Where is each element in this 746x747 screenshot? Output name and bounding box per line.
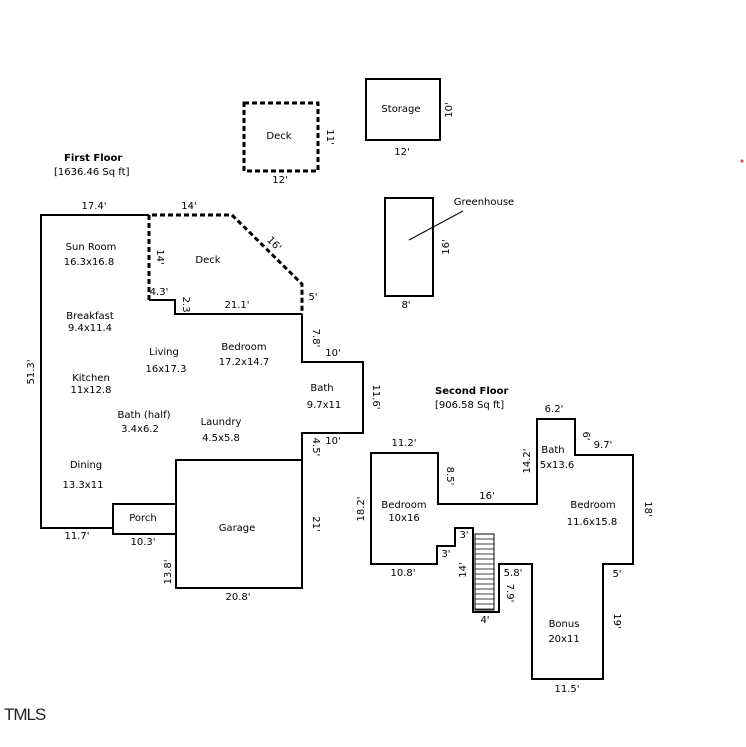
stair-treads [475,538,494,610]
outbuilding-storage-label: Storage [381,104,420,115]
room-bath-half-name: Bath (half) [118,410,171,421]
dim-second-5-8: 5.8' [504,568,523,579]
room-bath-name: Bath [310,383,333,394]
outbuilding-greenhouse-width: 8' [401,300,410,311]
dim-second-4: 4' [480,615,489,626]
outbuilding-deck-outline [242,101,320,173]
room-garage-name: Garage [219,523,256,534]
first-floor-title: First Floor [64,153,122,164]
second-floor-outline [370,418,634,680]
dim-first-2-3: 2.3' [180,297,191,316]
outbuilding-greenhouse: Greenhouse 8' 16' [384,197,514,311]
room-bath-half-size: 3.4x6.2 [121,424,159,435]
room-bonus-size: 20x11 [548,634,579,645]
dim-second-14: 14' [458,562,469,577]
dim-second-6-2: 6.2' [545,404,564,415]
room-sun-room-name: Sun Room [66,242,117,253]
dim-first-20-8: 20.8' [225,592,250,603]
dim-first-10-3: 10.3' [130,537,155,548]
room-sun-room-size: 16.3x16.8 [64,257,114,268]
dim-second-3-lower: 3' [441,549,450,560]
dim-second-11-5: 11.5' [554,684,579,695]
dim-second-11-2: 11.2' [391,438,416,449]
outbuilding-deck-label: Deck [266,131,291,142]
dim-second-14-2: 14.2' [522,448,533,473]
room-dining-size: 13.3x11 [63,480,104,491]
room-bedroom-right-name: Bedroom [570,500,615,511]
dim-first-17-4: 17.4' [81,201,106,212]
outbuilding-deck: Deck 12' 11' [242,101,335,186]
dim-first-10-lower: 10' [325,436,340,447]
dim-second-18-2: 18.2' [356,496,367,521]
room-bath2-size: 5x13.6 [540,460,575,471]
second-floor-area: [906.58 Sq ft] [435,400,504,411]
room-porch-name: Porch [129,513,157,524]
outbuilding-deck-width: 12' [272,175,287,186]
room-living-name: Living [149,347,179,358]
room-bedroom-size: 17.2x14.7 [219,357,269,368]
greenhouse-leader-line [408,210,464,241]
room-bedroom-left-name: Bedroom [381,500,426,511]
room-bedroom-right-size: 11.6x15.8 [567,517,617,528]
dim-first-21-1: 21.1' [224,300,249,311]
dim-first-51-3: 51.3' [26,359,37,384]
room-kitchen-name: Kitchen [72,373,110,384]
outbuilding-greenhouse-outline [384,197,434,297]
room-laundry-size: 4.5x5.8 [202,433,240,444]
outbuilding-storage-width: 12' [394,147,409,158]
dim-second-5: 5' [612,569,621,580]
dim-first-14-top: 14' [181,201,196,212]
first-floor: First Floor [1636.46 Sq ft] Sun Room 16.… [26,153,381,603]
outbuilding-greenhouse-label: Greenhouse [454,197,514,208]
outbuilding-greenhouse-depth: 16' [441,239,452,254]
dim-second-10-8: 10.8' [390,568,415,579]
tmls-logo: TMLS [4,705,46,724]
outbuilding-storage-depth: 10' [444,102,455,117]
dim-second-19: 19' [611,613,622,628]
dim-second-16: 16' [479,491,494,502]
dim-first-14-side: 14' [154,249,165,264]
dim-first-7-8: 7.8' [310,329,321,348]
red-marker-dot [740,159,744,163]
room-bedroom-left-size: 10x16 [388,513,419,524]
dim-second-6: 6' [580,431,591,440]
room-bonus-name: Bonus [549,619,580,630]
room-kitchen-size: 11x12.8 [71,385,112,396]
room-breakfast-size: 9.4x11.4 [68,323,112,334]
room-bath2-name: Bath [541,445,564,456]
deck-lower-edge [149,299,302,315]
stairs [474,533,495,611]
first-floor-outline [40,214,364,529]
dim-second-9-7: 9.7' [594,440,613,451]
dim-first-21: 21' [310,516,321,531]
first-floor-area: [1636.46 Sq ft] [54,167,130,178]
dim-first-11-7: 11.7' [64,531,89,542]
outbuilding-storage: Storage 12' 10' [365,78,455,158]
dim-first-10-upper: 10' [325,348,340,359]
room-dining-name: Dining [70,460,102,471]
stairs-outline [474,533,495,611]
room-deck-name: Deck [195,255,220,266]
dim-second-7-9: 7.9' [504,584,515,603]
dim-first-13-8: 13.8' [163,559,174,584]
outbuilding-storage-outline [365,78,441,141]
room-breakfast-name: Breakfast [66,311,114,322]
dim-second-3-upper: 3' [459,530,468,541]
second-floor-title: Second Floor [435,386,509,397]
deck-outline [147,213,304,314]
dim-first-4-5: 4.5' [310,438,321,457]
first-floor-lower-outline [112,460,303,589]
dim-first-11-6: 11.6' [370,384,381,409]
dim-first-4-3: 4.3' [150,287,169,298]
room-living-size: 16x17.3 [146,364,187,375]
dim-second-18: 18' [642,501,653,516]
room-bedroom-name: Bedroom [221,342,266,353]
outbuilding-deck-depth: 11' [324,129,335,144]
room-laundry-name: Laundry [201,417,242,428]
room-bath-size: 9.7x11 [307,400,342,411]
dim-second-8-5: 8.5' [444,467,455,486]
dim-first-5: 5' [308,292,317,303]
second-floor: Second Floor [906.58 Sq ft] Bedroom 10x1… [356,386,653,695]
